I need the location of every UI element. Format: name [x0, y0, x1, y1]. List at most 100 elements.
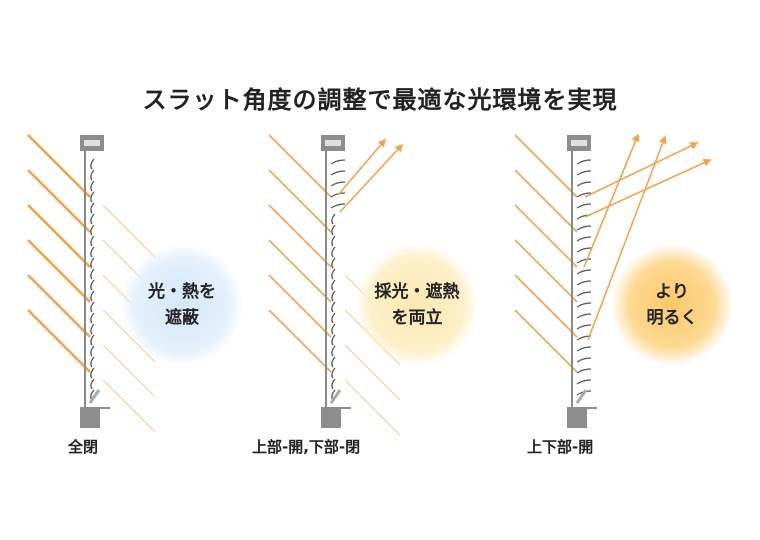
slat: [576, 159, 592, 165]
reflected-light-arrow: [587, 135, 667, 341]
slat: [330, 159, 346, 165]
reflected-light-arrow: [339, 143, 404, 213]
slat: [90, 345, 95, 357]
reflected-light-arrow: [584, 142, 699, 198]
slat: [331, 224, 336, 236]
slat: [331, 235, 336, 247]
incoming-light-ray: [268, 169, 332, 233]
slat: [90, 158, 95, 170]
bubble-brighter: より 明るく: [612, 245, 732, 365]
slat: [576, 236, 592, 242]
bubble-text: 明るく: [646, 308, 698, 328]
blocked-light-ray: [102, 204, 156, 258]
slat: [330, 203, 346, 209]
slat: [331, 279, 336, 291]
incoming-light-ray: [268, 274, 332, 338]
bottom-slat: [329, 389, 342, 404]
incoming-light-ray: [27, 274, 91, 338]
bubble-text: 光・熱を: [148, 282, 216, 302]
slat: [90, 279, 95, 291]
diagram-title: スラット角度の調整で最適な光環境を実現: [142, 86, 618, 114]
slat: [576, 357, 592, 363]
slat: [576, 269, 592, 275]
slat: [576, 258, 592, 264]
caption-all-open: 上下部-開: [527, 438, 594, 456]
bottom-slat: [575, 389, 588, 404]
slat: [331, 246, 336, 258]
slat: [331, 257, 336, 269]
slat: [331, 213, 336, 225]
bubble-text: 遮蔽: [165, 308, 199, 328]
incoming-light-ray: [514, 309, 578, 373]
bubble-text: より: [655, 282, 689, 302]
slat: [90, 378, 95, 390]
incoming-light-ray: [27, 134, 91, 198]
incoming-light-ray: [514, 204, 578, 268]
bubble-shield: 光・熱を 遮蔽: [122, 245, 242, 365]
reflected-light-arrow: [337, 138, 387, 196]
slat: [576, 379, 592, 385]
slat: [90, 235, 95, 247]
slat: [576, 247, 592, 253]
bottom-rail-icon: [321, 408, 341, 428]
bubble-text: を両立: [391, 308, 443, 328]
slat: [90, 268, 95, 280]
slat: [90, 202, 95, 214]
reflected-light-arrow: [584, 159, 712, 218]
blocked-light-ray: [344, 344, 401, 401]
slat: [90, 367, 95, 379]
bubble-balance: 採光・遮熱 を両立: [357, 245, 477, 365]
incoming-light-ray: [268, 309, 332, 373]
slat: [576, 203, 592, 209]
slat: [330, 181, 346, 187]
slat: [90, 246, 95, 258]
slat: [576, 302, 592, 308]
incoming-light-ray: [27, 204, 91, 268]
blocked-light-ray: [344, 379, 401, 436]
slat: [330, 170, 346, 176]
slat: [90, 334, 95, 346]
slat: [90, 224, 95, 236]
slat: [331, 378, 336, 390]
slat: [576, 181, 592, 187]
slat: [576, 192, 592, 198]
slat: [90, 191, 95, 203]
incoming-light-ray: [514, 134, 578, 198]
slat: [576, 313, 592, 319]
incoming-light-ray: [27, 309, 91, 373]
slat: [90, 180, 95, 192]
slat: [331, 356, 336, 368]
slat: [90, 323, 95, 335]
slat: [331, 334, 336, 346]
slat: [331, 290, 336, 302]
slat: [331, 268, 336, 280]
slat: [576, 368, 592, 374]
slat: [576, 225, 592, 231]
caption-top-open: 上部-開,下部-閉: [252, 438, 361, 456]
slat: [331, 367, 336, 379]
slat: [576, 170, 592, 176]
slat: [90, 356, 95, 368]
incoming-light-ray: [27, 169, 91, 233]
slat: [90, 169, 95, 181]
slat: [576, 346, 592, 352]
slat: [331, 312, 336, 324]
slat: [576, 324, 592, 330]
slat: [331, 345, 336, 357]
bottom-rail-icon: [567, 408, 587, 428]
incoming-light-ray: [514, 169, 578, 233]
head-rail-inner: [571, 140, 587, 146]
slat: [330, 192, 346, 198]
caption-fully-closed: 全閉: [68, 438, 99, 456]
slat: [90, 312, 95, 324]
blocked-light-ray: [102, 379, 156, 433]
head-rail-inner: [84, 140, 100, 146]
blocked-light-ray: [102, 344, 156, 398]
slat: [331, 301, 336, 313]
slat: [90, 213, 95, 225]
slat: [331, 323, 336, 335]
incoming-light-ray: [514, 274, 578, 338]
bottom-rail-icon: [80, 408, 100, 428]
incoming-light-ray: [268, 239, 332, 303]
